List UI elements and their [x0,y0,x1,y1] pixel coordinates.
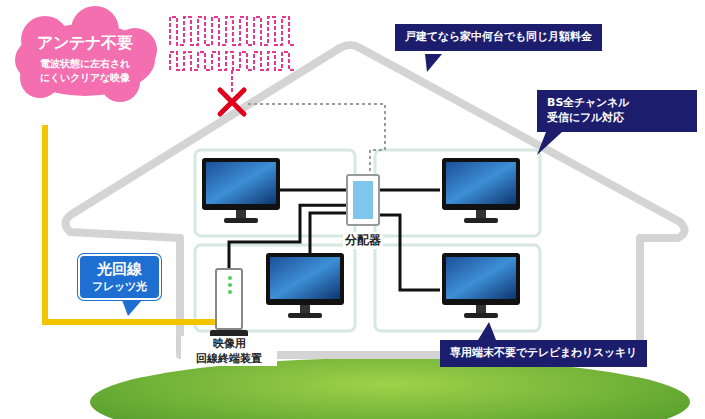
device-label: 分配器 [343,232,383,249]
tv-monitor [442,158,520,223]
antenna-mast [231,70,233,92]
callout-heading: アンテナ不要 [20,32,150,54]
callout-pointer [478,322,496,340]
tv-monitor [202,158,280,223]
callout-body: 電波状態に左右され にくいクリアな映像 [20,57,150,84]
monitor-foot [224,218,258,223]
monitor-foot [288,313,322,318]
tv-cable [280,189,346,192]
status-led [228,290,232,294]
monitor-frame [442,158,520,210]
callout-body: フレッツ光 [92,279,147,294]
rooms [195,150,540,331]
callout-heading: 専用端末不要でテレビまわりスッキリ [450,346,637,361]
tv-cable [310,213,346,258]
coax-cable [229,205,346,268]
device-label: 映像用 回線終端装置 [181,336,277,366]
monitor-frame [266,253,344,305]
onu-device: 映像用 回線終端装置 [215,268,243,330]
callout-heading: BS全チャンネル 受信にフル対応 [547,96,687,126]
monitor-frame [202,158,280,210]
monitor-screen [446,257,516,299]
splitter-panel [353,181,373,219]
tv-monitor [442,253,520,318]
room [195,150,355,236]
fiber-callout: 光回線フレッツ光 [78,254,161,300]
lawn [90,358,690,419]
monitor-frame [442,253,520,305]
tv-cable [380,215,440,290]
monitor-screen [206,162,276,204]
cloud-shape [15,6,157,102]
antenna-element [170,17,296,45]
monitor-neck [476,305,486,313]
status-led [228,276,232,280]
monitor-foot [464,313,498,318]
monitor-neck [236,210,246,218]
monitor-screen [446,162,516,204]
callout-heading: 戸建てなら家中何台でも同じ月額料金 [405,30,592,45]
callout-pointer [537,132,562,155]
feature-callout: 専用端末不要でテレビまわりスッキリ [440,340,647,367]
monitor-neck [476,210,486,218]
tv-monitor [266,253,344,318]
callout-heading: 光回線 [92,260,147,279]
status-led [228,283,232,287]
feature-callout: BS全チャンネル 受信にフル対応 [537,90,697,132]
antenna-element [170,52,296,70]
monitors [202,158,520,318]
monitor-foot [464,218,498,223]
room [195,245,355,331]
feature-callout: 戸建てなら家中何台でも同じ月額料金 [395,24,602,51]
callout-pointer [122,300,142,316]
tv-cable [380,189,440,192]
red-cross [220,90,244,114]
antenna-symbol [170,17,296,92]
callout-pointer [425,54,442,72]
monitor-screen [270,257,340,299]
fiber-line [45,125,215,322]
splitter-box: 分配器 [346,174,380,226]
monitor-neck [300,305,310,313]
cloud-callout: アンテナ不要電波状態に左右され にくいクリアな映像 [20,32,150,85]
